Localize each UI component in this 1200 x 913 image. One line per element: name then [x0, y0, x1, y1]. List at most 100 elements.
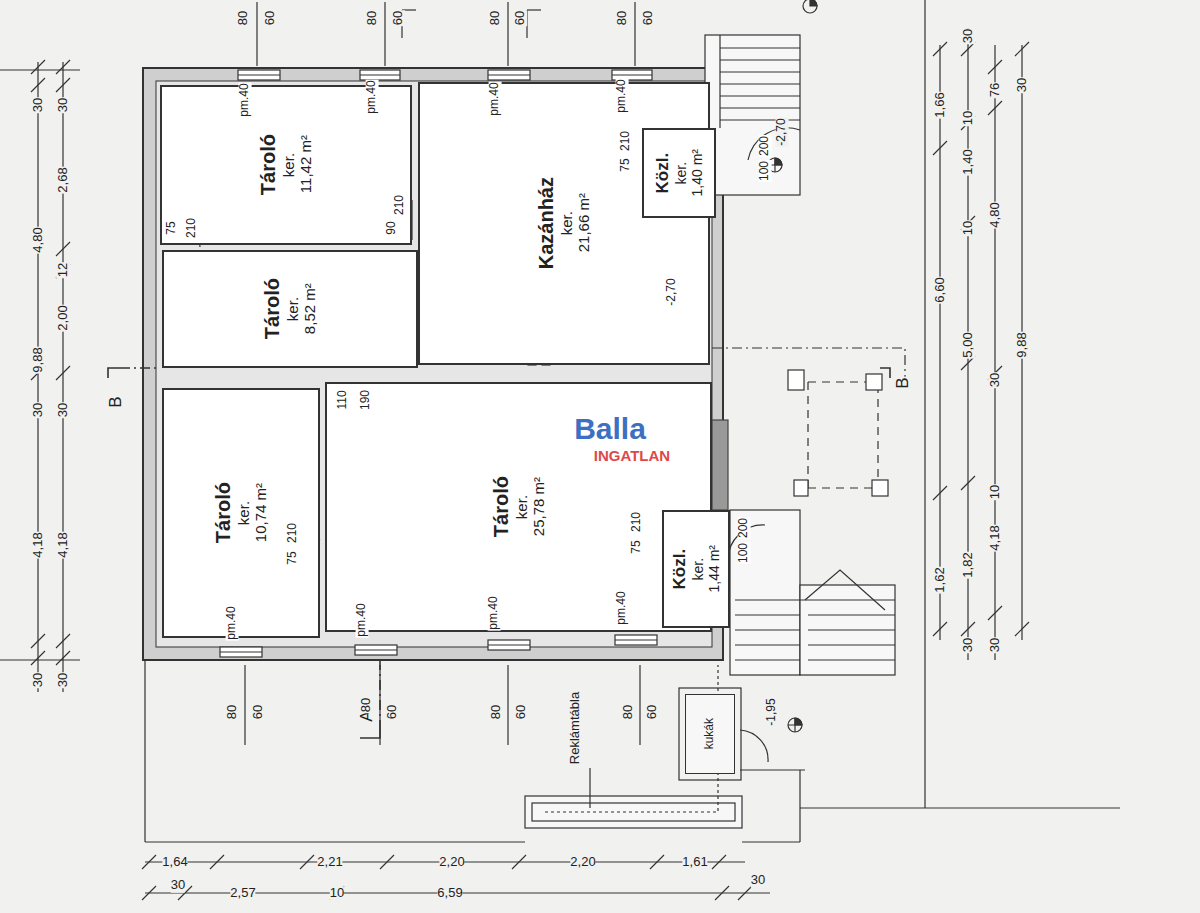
dimension-text: 2,00 — [56, 304, 70, 331]
site-boundary — [145, 0, 1120, 842]
dimension-line — [0, 60, 80, 692]
dimension-text: Reklámtábla — [568, 691, 582, 765]
dimension-text: 30 — [31, 97, 45, 113]
dimension-text: 80 — [489, 704, 503, 720]
dimension-text: 80 — [621, 704, 635, 720]
dimension-text: 30 — [988, 637, 1002, 653]
room-label: kukák — [703, 718, 717, 749]
staircase — [730, 510, 895, 675]
dimension-text: 10 — [961, 110, 975, 126]
watermark-text: Balla — [574, 411, 646, 446]
room: Tárolóker.10,74 m² — [162, 388, 320, 638]
room-area: 25,78 m² — [530, 476, 547, 537]
dimension-text: 9,88 — [31, 346, 45, 373]
section-mark — [108, 368, 890, 738]
billboard — [532, 803, 735, 821]
dimension-text: 76 — [988, 82, 1002, 98]
dimension-text: 60 — [513, 10, 527, 26]
room: Közl.ker.1,40 m² — [642, 128, 716, 218]
dimension-text: 60 — [391, 10, 405, 26]
dimension-text: 190 — [359, 389, 372, 411]
dimension-text: 30 — [171, 877, 185, 893]
dimension-text: 210 — [630, 511, 643, 533]
room-area: ker. — [690, 545, 706, 592]
leader-line — [589, 768, 590, 808]
dimension-text: 30 — [56, 402, 70, 418]
room-name: Tároló — [212, 482, 235, 543]
dimension-text: 1,64 — [162, 854, 187, 870]
dimension-line — [933, 28, 1029, 660]
room-name: kukák — [703, 718, 717, 749]
dimension-text: pm.40 — [615, 78, 628, 113]
dimension-text: 1,66 — [933, 91, 947, 118]
dimension-text: 90 — [385, 220, 398, 235]
dimension-text: 12 — [56, 262, 70, 278]
dimension-text: 210 — [286, 522, 299, 544]
dimension-text: 30 — [31, 402, 45, 418]
dimension-text: 1,82 — [961, 551, 975, 578]
dimension-text: 210 — [393, 194, 406, 216]
dimension-text: 30 — [961, 28, 975, 44]
room-area: 1,44 m² — [706, 545, 722, 592]
dimension-text: 2,20 — [439, 854, 464, 870]
outer-wall — [143, 68, 723, 660]
dimension-text: 80 — [359, 697, 373, 713]
dimension-text: 30 — [751, 872, 765, 888]
room-label: Kazánházker.21,66 m² — [535, 177, 593, 269]
room-label: Közl.ker.1,44 m² — [670, 545, 722, 592]
dimension-text: 1,62 — [933, 566, 947, 593]
inner-wall-line — [156, 81, 712, 647]
dimension-text: 210 — [185, 217, 198, 239]
dimension-text: 10 — [330, 885, 344, 901]
dimension-text: -2,70 — [775, 117, 788, 146]
dimension-text: pm.40 — [487, 595, 500, 630]
room-label: Tárolóker.10,74 m² — [212, 482, 270, 543]
dimension-text: 75 — [286, 550, 299, 565]
dimension-text: pm.40 — [615, 590, 628, 625]
room-label: Tárolóker.11,42 m² — [257, 134, 315, 195]
bin-box: kukák — [685, 694, 735, 774]
dimension-text: 30 — [56, 97, 70, 113]
dimension-text: 10 — [988, 484, 1002, 500]
dimension-text: 30 — [56, 672, 70, 688]
dimension-text: 100 — [737, 542, 750, 564]
dimension-text: 60 — [641, 10, 655, 26]
dimension-text: 200 — [758, 135, 771, 157]
room-area: ker. — [284, 278, 301, 339]
room-area: 8,52 m² — [302, 278, 319, 339]
dimension-text: 60 — [263, 10, 277, 26]
dimension-text: pm.40 — [238, 82, 251, 117]
dimension-text: 100 — [758, 160, 771, 182]
dimension-text: 2,21 — [317, 854, 342, 870]
room-name: Közl. — [653, 149, 673, 196]
dimension-text: 80 — [236, 10, 250, 26]
dimension-text: pm.40 — [488, 81, 501, 116]
dimension-text: 75 — [630, 539, 643, 554]
room-name: Tároló — [261, 278, 284, 339]
dimension-text: 80 — [615, 10, 629, 26]
room-area: ker. — [235, 482, 252, 543]
room-name: Közl. — [670, 545, 690, 592]
room-name: Tároló — [490, 476, 513, 537]
dimension-text: 6,60 — [933, 276, 947, 303]
dimension-text: pm.40 — [365, 79, 378, 114]
dimension-text: 1,61 — [682, 854, 707, 870]
dimension-text: 4,18 — [56, 531, 70, 558]
room-label: Tárolóker.25,78 m² — [490, 476, 548, 537]
dimension-text: -2,70 — [665, 277, 678, 306]
dimension-text: 80 — [225, 704, 239, 720]
dimension-text: B — [107, 395, 126, 408]
dimension-text: 30 — [1015, 77, 1029, 93]
dimension-text: 6,59 — [437, 885, 462, 901]
dimension-text: 60 — [645, 704, 659, 720]
room: Tárolóker.25,78 m² — [325, 382, 712, 632]
dimension-text: 30 — [988, 372, 1002, 388]
dimension-text: 60 — [514, 704, 528, 720]
dimension-text: 2,68 — [56, 166, 70, 193]
dimension-text: pm.40 — [225, 605, 238, 640]
dimension-text: 4,80 — [31, 226, 45, 253]
dimension-text: 75 — [619, 157, 632, 172]
room: Tárolóker.8,52 m² — [162, 250, 418, 368]
room-area: ker. — [513, 476, 530, 537]
